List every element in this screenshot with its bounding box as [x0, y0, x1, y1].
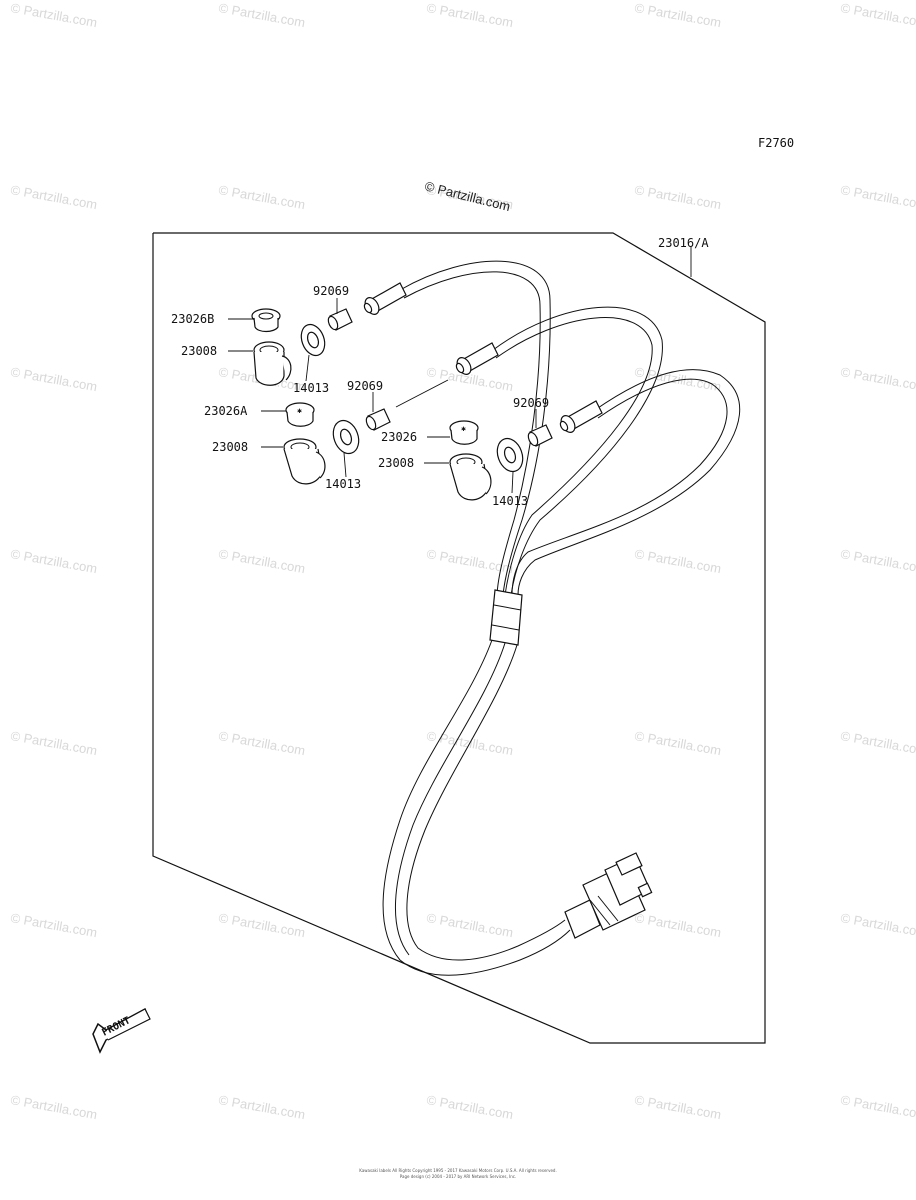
watermark-text: © Partzilla.com — [633, 1092, 722, 1122]
lamp-holder-3 — [449, 453, 492, 501]
lamp-holder-1 — [253, 341, 292, 386]
watermark-text: © Partzilla.com — [217, 0, 306, 30]
bulb-socket-2 — [455, 342, 499, 375]
grommet-2 — [332, 419, 360, 455]
figure-code: F2760 — [758, 136, 794, 150]
watermark-text: © Partzilla.com — [633, 910, 722, 940]
watermark-text: © Partzilla.com — [217, 1092, 306, 1122]
watermark-text: © Partzilla.com — [217, 728, 306, 758]
cap-mark-icon: ✱ — [297, 408, 302, 415]
callout-23026A: 23026A — [204, 404, 248, 418]
bulb-3 — [527, 424, 553, 447]
watermark-text: © Partzilla.com — [633, 182, 722, 212]
callout-23016A: 23016/A — [658, 236, 709, 250]
watermark-text: © Partzilla.com — [839, 364, 916, 394]
bulb-socket-3 — [559, 400, 603, 433]
watermark-text: © Partzilla.com — [633, 728, 722, 758]
watermark-text: © Partzilla.com — [217, 546, 306, 576]
watermark-text: © Partzilla.com — [9, 364, 98, 394]
wiring-harness — [363, 260, 741, 976]
watermark-text: © Partzilla.com — [839, 1092, 916, 1122]
callout-23008-1: 23008 — [181, 344, 217, 358]
callout-labels: 23016/A 92069 23026B 23008 14013 92069 2… — [171, 236, 709, 508]
watermark-text: © Partzilla.com — [9, 546, 98, 576]
watermark-text: © Partzilla.com — [425, 910, 514, 940]
bulb-1 — [327, 308, 353, 331]
callout-23008-3: 23008 — [378, 456, 414, 470]
callout-92069-3: 92069 — [513, 396, 549, 410]
watermark-text: © Partzilla.com — [9, 728, 98, 758]
watermark-text: © Partzilla.com — [425, 0, 514, 30]
watermark-layer: © Partzilla.com © Partzilla.com © Partzill… — [9, 0, 916, 1122]
callout-23008-2: 23008 — [212, 440, 248, 454]
copyright-footer: Kawasaki labels All Rights Copyright 199… — [359, 1168, 556, 1179]
watermark-text: © Partzilla.com — [217, 182, 306, 212]
watermark-text: © Partzilla.com — [425, 1092, 514, 1122]
watermark-text: © Partzilla.com — [633, 546, 722, 576]
watermark-text: © Partzilla.com — [9, 182, 98, 212]
lens-cap-23026: ✱ — [449, 420, 479, 445]
callout-14013-3: 14013 — [492, 494, 528, 508]
watermark-text: © Partzilla.com — [839, 182, 916, 212]
lens-cap-23026B — [251, 308, 281, 333]
leader-lines — [228, 247, 692, 494]
callout-92069-1: 92069 — [313, 284, 349, 298]
harness-connector — [564, 852, 653, 939]
grommet-3 — [496, 437, 524, 473]
front-arrow-icon: FRONT — [92, 1007, 151, 1054]
watermark-text: © Partzilla.com — [9, 0, 98, 30]
footer-line-1: Kawasaki labels All Rights Copyright 199… — [359, 1168, 556, 1173]
bulb-2 — [365, 408, 391, 431]
grommet-1 — [300, 323, 326, 357]
bulb-socket-1 — [363, 282, 407, 315]
lens-cap-23026A: ✱ — [285, 402, 315, 427]
callout-14013-2: 14013 — [325, 477, 361, 491]
lamp-holder-2 — [283, 438, 326, 485]
watermark-text: © Partzilla.com — [217, 910, 306, 940]
watermark-text: © Partzilla.com — [9, 1092, 98, 1122]
watermark-text: © Partzilla.com — [9, 910, 98, 940]
footer-line-2: Page design (c) 2004 - 2017 by ARI Netwo… — [400, 1174, 516, 1179]
callout-14013-1: 14013 — [293, 381, 329, 395]
watermark-text: © Partzilla.com — [633, 0, 722, 30]
watermark-text: © Partzilla.com — [839, 546, 916, 576]
assembly-frame — [152, 232, 766, 1044]
callout-92069-2: 92069 — [347, 379, 383, 393]
callout-23026B: 23026B — [171, 312, 214, 326]
watermark-text: © Partzilla.com — [839, 0, 916, 30]
cap-mark-icon: ✱ — [461, 426, 466, 433]
watermark-text: © Partzilla.com — [839, 910, 916, 940]
callout-23026: 23026 — [381, 430, 417, 444]
watermark-text: © Partzilla.com — [425, 546, 514, 576]
watermark-text: © Partzilla.com — [839, 728, 916, 758]
